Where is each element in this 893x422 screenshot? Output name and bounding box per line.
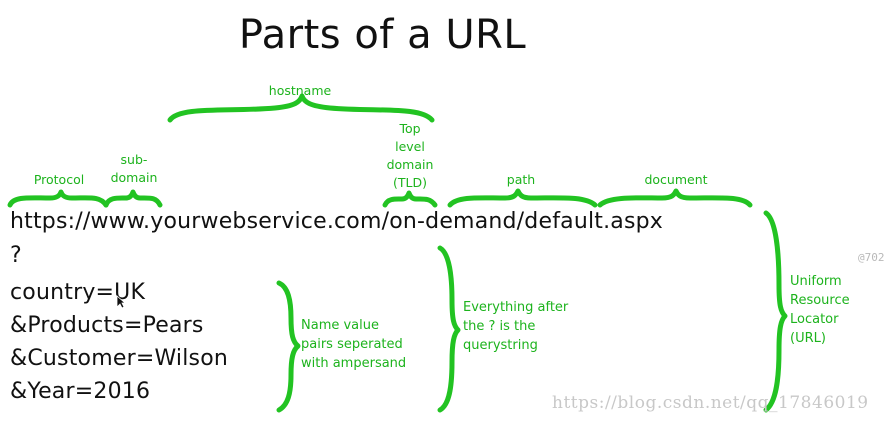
url-brace: [763, 210, 788, 413]
url-document: default.aspx: [524, 209, 664, 234]
tld-brace: [382, 190, 438, 208]
querystring-note-line: the ? is the: [463, 319, 536, 334]
querystring-brace: [437, 245, 461, 413]
url-line: https://www.yourwebservice.com/on-demand…: [10, 209, 663, 234]
subdomain-label-line: domain: [110, 170, 158, 185]
subdomain-label-line: sub-: [120, 152, 148, 167]
subdomain-label: sub- domain: [104, 151, 164, 187]
subdomain-brace: [103, 189, 163, 208]
querystring-note: Everything after the ? is the querystrin…: [463, 298, 568, 355]
mouse-cursor-icon: [116, 295, 126, 309]
url-note-line: Uniform: [790, 274, 842, 289]
url-tld: .com/: [326, 209, 390, 234]
tld-label-line: domain: [386, 157, 434, 172]
url-subdomain: www.: [90, 209, 151, 234]
bottom-watermark: https://blog.csdn.net/qq_17846019: [552, 393, 869, 413]
tld-label-line: Top: [399, 121, 421, 136]
url-note-line: Locator: [790, 312, 839, 327]
query-line: &Products=Pears: [10, 313, 204, 338]
querystring-note-line: querystring: [463, 338, 538, 353]
protocol-brace: [7, 189, 109, 208]
document-brace: [597, 188, 753, 208]
url-note-line: Resource: [790, 293, 850, 308]
tld-label: Top level domain (TLD): [380, 120, 440, 192]
path-label: path: [506, 172, 536, 187]
query-line: &Year=2016: [10, 379, 151, 404]
name-value-note-line: pairs seperated: [301, 337, 403, 352]
path-brace: [447, 188, 598, 208]
diagram-title: Parts of a URL: [238, 12, 527, 58]
name-value-note-line: with ampersand: [301, 356, 407, 371]
tld-label-line: (TLD): [393, 175, 427, 190]
url-note: Uniform Resource Locator (URL): [790, 272, 850, 348]
side-watermark: @702: [858, 251, 885, 264]
name-value-note: Name value pairs seperated with ampersan…: [301, 316, 406, 373]
name-value-brace: [276, 280, 301, 413]
name-value-note-line: Name value: [301, 318, 379, 333]
url-protocol: https://: [10, 209, 91, 234]
hostname-label: hostname: [268, 83, 332, 98]
url-domain: yourwebservice: [150, 209, 327, 234]
query-separator: ?: [10, 243, 22, 268]
protocol-label: Protocol: [33, 172, 85, 187]
document-label: document: [644, 172, 708, 187]
hostname-brace: [167, 93, 435, 123]
url-note-line: (URL): [790, 331, 826, 346]
query-line: &Customer=Wilson: [10, 346, 229, 371]
querystring-note-line: Everything after: [463, 300, 569, 315]
tld-label-line: level: [395, 139, 425, 154]
url-path: on-demand/: [389, 209, 525, 234]
